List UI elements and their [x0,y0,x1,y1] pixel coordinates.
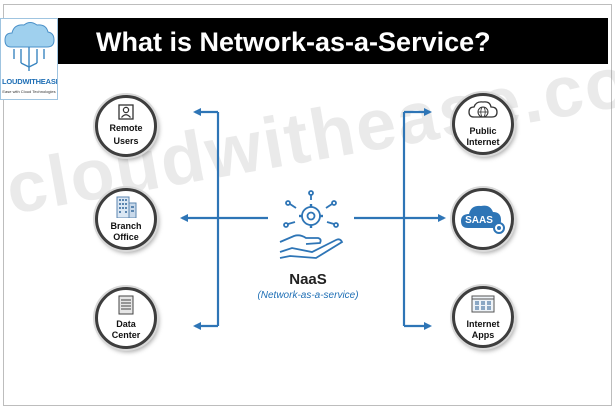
title-bar [56,18,608,64]
node-internet-apps: Internet Apps [452,286,514,348]
node-label-line1: Public [469,126,497,136]
page-title: What is Network-as-a-Service? [96,27,491,57]
node-label-line2: Users [113,136,139,146]
node-branch-office: Branch Office [95,188,157,250]
node-label-line2: Internet [466,137,500,147]
building-icon [116,196,137,218]
node-remote-users: Remote Users [95,95,157,157]
app-window-icon [471,295,495,313]
remote-user-icon [118,104,134,120]
center-sublabel: (Network-as-a-service) [257,290,359,301]
node-label-line1: Data [116,319,136,329]
logo-tagline: Ease with Cloud Technologies [2,89,56,94]
center-label: NaaS [289,271,327,288]
node-label-line2: Office [113,232,139,242]
saas-label: SAAS [465,215,493,226]
server-rack-icon [118,295,134,315]
node-label-line1: Remote [109,123,143,133]
globe-cloud-icon [468,101,498,118]
node-data-center: Data Center [95,287,157,349]
node-label-line1: Branch [110,221,142,231]
saas-cloud-icon [461,205,505,234]
logo: LOUDWITHEASE Ease with Cloud Technologie… [0,18,58,100]
node-label-line2: Apps [471,330,495,340]
naas-hub-icon [279,190,344,259]
node-label-line2: Center [111,330,141,340]
node-label-line1: Internet [466,319,500,329]
logo-name: LOUDWITHEASE [2,77,58,86]
cloud-tree-logo-icon [4,22,55,71]
node-saas: SAAS [452,188,514,250]
node-public-internet: Public Internet [452,93,514,155]
